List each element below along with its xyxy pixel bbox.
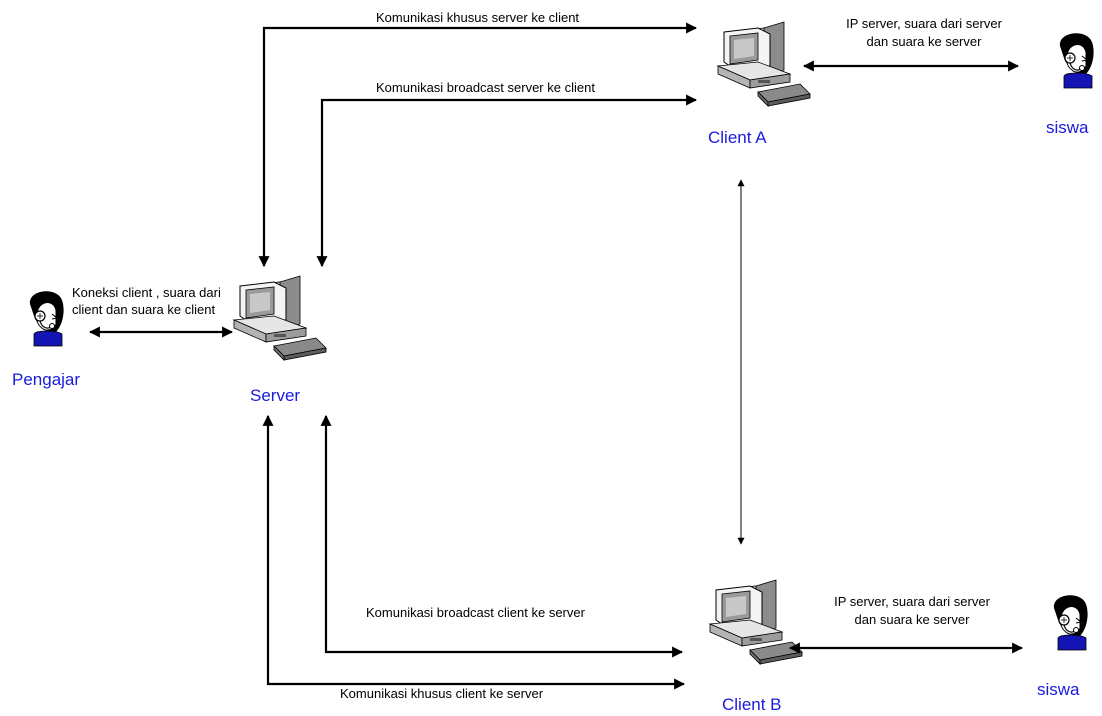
student-b-icon [1053, 594, 1089, 651]
client-a-computer-icon[interactable] [717, 21, 811, 107]
server-computer-icon[interactable] [233, 275, 327, 361]
node-label-student-b: siswa [1037, 680, 1080, 699]
edge-client-b-server-special [262, 414, 686, 690]
label-server-client-a-broadcast: Komunikasi broadcast server ke client [376, 80, 595, 95]
client-b-computer-icon[interactable] [709, 579, 803, 665]
label-teacher-server-line1: Koneksi client , suara dari [72, 285, 221, 300]
node-label-student-a: siswa [1046, 118, 1089, 137]
label-server-client-a-special: Komunikasi khusus server ke client [376, 10, 580, 25]
edge-server-client-a-broadcast [316, 94, 698, 268]
node-label-client-b: Client B [722, 695, 782, 714]
node-label-server: Server [250, 386, 301, 405]
label-client-a-student-line2: dan suara ke server [866, 34, 982, 49]
teacher-icon [29, 290, 65, 347]
edge-server-client-a-special [258, 22, 698, 268]
label-client-a-student-line1: IP server, suara dari server [846, 16, 1002, 31]
label-client-b-server-special: Komunikasi khusus client ke server [340, 686, 544, 701]
student-a-icon [1059, 32, 1095, 89]
node-label-teacher: Pengajar [12, 370, 81, 389]
node-label-client-a: Client A [708, 128, 767, 147]
label-client-b-student-line2: dan suara ke server [854, 612, 970, 627]
label-client-b-student-line1: IP server, suara dari server [834, 594, 990, 609]
label-teacher-server-line2: client dan suara ke client [72, 302, 216, 317]
label-client-b-server-broadcast: Komunikasi broadcast client ke server [366, 605, 585, 620]
